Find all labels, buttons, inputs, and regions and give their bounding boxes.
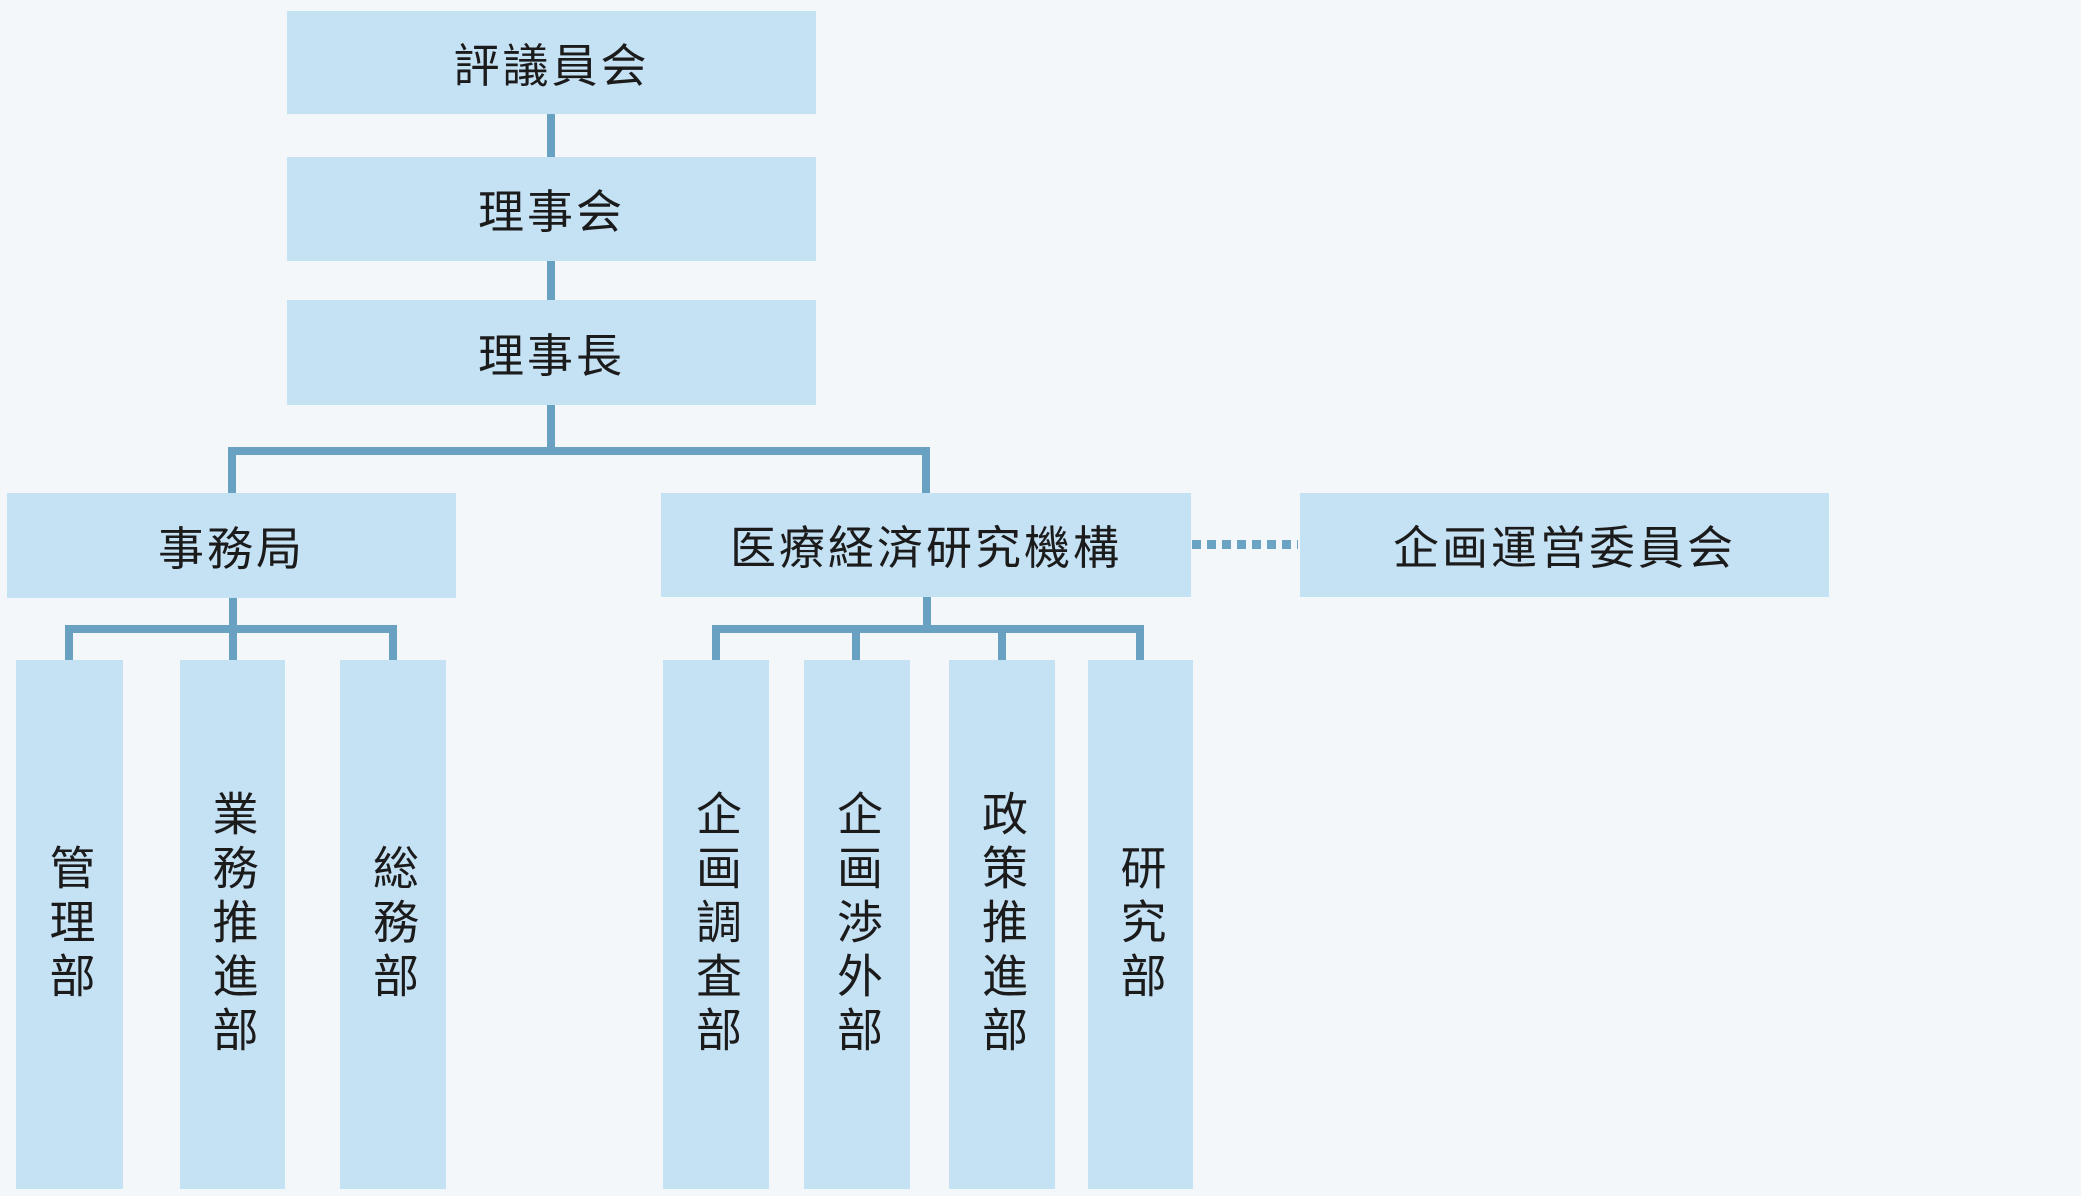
connector-stub-dept-planning-external <box>852 625 860 660</box>
connector-chairman-branch <box>228 447 930 455</box>
dotted-connector-institute-committee <box>1192 540 1298 549</box>
node-secretariat: 事務局 <box>7 493 456 598</box>
connector-stub-dept-research <box>1136 625 1144 660</box>
node-councilors: 評議員会 <box>287 11 816 114</box>
node-dept-policy-promotion: 政策推進部 <box>949 660 1055 1189</box>
connector-institute-distributor <box>712 625 1144 633</box>
node-planning-steering-committee: 企画運営委員会 <box>1300 493 1829 597</box>
connector-stub-dept-business-promotion <box>229 625 237 660</box>
connector-drop-institute <box>922 447 930 493</box>
connector-chairman-stem <box>547 405 555 454</box>
connector-stub-dept-policy-promotion <box>998 625 1006 660</box>
connector-stub-dept-planning-research <box>712 625 720 660</box>
connector-stub-dept-admin <box>65 625 73 660</box>
node-chairman: 理事長 <box>287 300 816 405</box>
connector-drop-secretariat <box>228 447 236 493</box>
connector-institute-stem <box>923 597 931 633</box>
node-dept-planning-research: 企画調査部 <box>663 660 769 1189</box>
node-board-of-directors: 理事会 <box>287 157 816 261</box>
connector-stub-dept-general-affairs <box>389 625 397 660</box>
node-dept-admin: 管理部 <box>16 660 123 1189</box>
node-dept-business-promotion: 業務推進部 <box>180 660 285 1189</box>
node-dept-planning-external: 企画渉外部 <box>804 660 910 1189</box>
node-dept-research: 研究部 <box>1088 660 1193 1189</box>
node-institute: 医療経済研究機構 <box>661 493 1191 597</box>
connector-councilors-board <box>547 114 555 157</box>
node-dept-general-affairs: 総務部 <box>340 660 446 1189</box>
connector-board-chairman <box>547 261 555 300</box>
connector-secretariat-stem <box>229 598 237 633</box>
